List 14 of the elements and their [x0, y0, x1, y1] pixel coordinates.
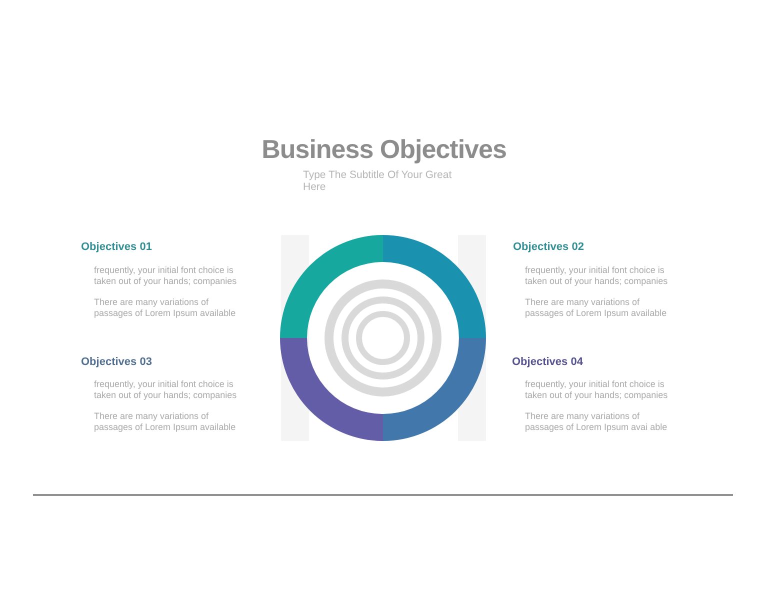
- body-text: There are many variations of passages of Lorem Ipsum available: [525, 297, 668, 318]
- body-text: There are many variations of passages of Lorem Ipsum available: [94, 411, 237, 432]
- body-text: frequently, your initial font choice is taken out of your hands; companies: [94, 265, 238, 286]
- subtitle: Type The Subtitle Of Your Great Here: [303, 169, 453, 194]
- heading: Objectives 04: [512, 356, 584, 370]
- body-text: frequently, your initial font choice is taken out of your hands; companies: [525, 265, 669, 286]
- heading: Objectives 02: [513, 241, 585, 254]
- body-text: frequently, your initial font choice is taken out of your hands; companies: [94, 379, 238, 400]
- body-text: frequently, your initial font choice is taken out of your hands; companies: [525, 379, 669, 400]
- body-text: There are many variations of passages of Lorem Ipsum available: [94, 297, 237, 318]
- body-text: There are many variations of passages of Lorem Ipsum avai able: [525, 411, 668, 432]
- heading: Objectives 03: [81, 356, 153, 370]
- title: Business Objectives: [260, 134, 508, 166]
- heading: Objectives 01: [81, 241, 153, 254]
